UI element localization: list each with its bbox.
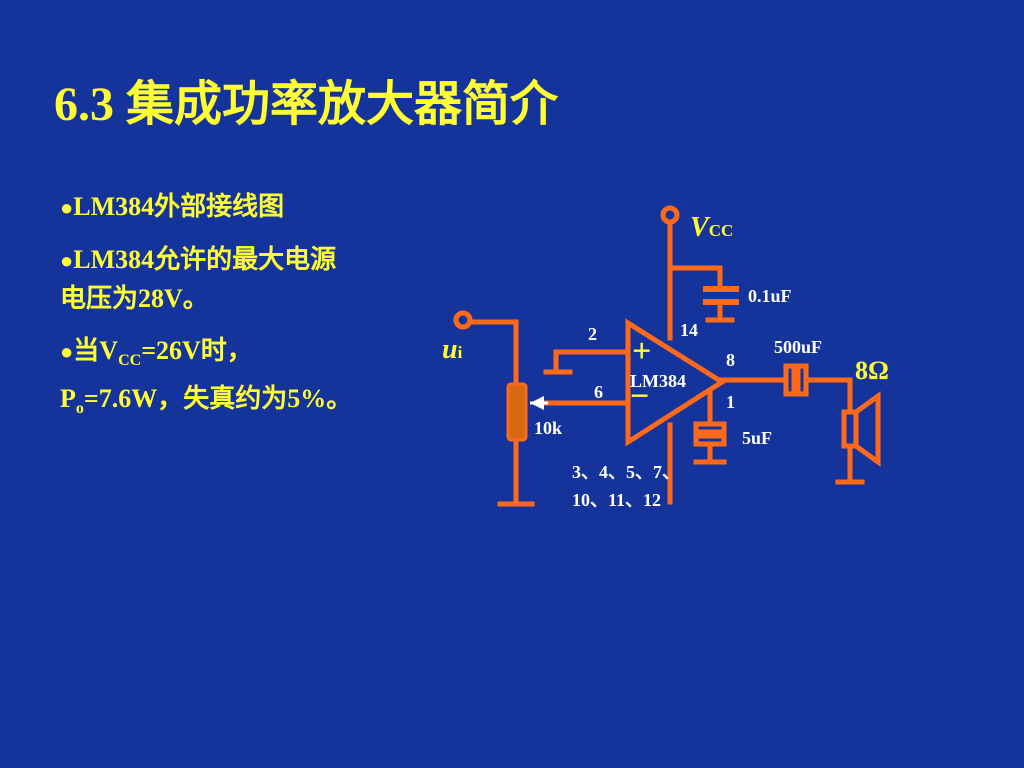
bullet-text: 电压为28V。	[60, 284, 209, 313]
bullet-list: ●LM384外部接线图 ●LM384允许的最大电源 电压为28V。 ●当VCC=…	[60, 188, 440, 442]
speaker-cone-icon	[853, 391, 881, 467]
bullet-text: 当V	[73, 336, 119, 365]
cap1-wire	[667, 265, 723, 290]
cap-out-label: 500uF	[774, 337, 823, 357]
cap2-plate-top	[693, 421, 727, 435]
chip-label: LM384	[630, 371, 686, 391]
ground-pins-label-1: 3、4、5、7、	[572, 462, 680, 482]
resistor-label: 10k	[534, 418, 563, 438]
input-label: ui	[442, 334, 463, 365]
plus-sign: +	[632, 333, 652, 370]
pin6-label: 6	[594, 382, 603, 402]
potentiometer-icon	[506, 382, 528, 442]
vcc-label: VCC	[690, 212, 734, 243]
ground-pins-label-2: 10、11、12	[572, 490, 662, 510]
speaker-label: 8Ω	[855, 356, 889, 385]
bullet-text: =7.6W，失真约为5%。	[83, 384, 353, 414]
bullet-dot-icon: ●	[60, 339, 74, 364]
bullet-item-1: ●LM384外部接线图	[60, 188, 440, 227]
bullet-item-3: ●当VCC=26V时， Po=7.6W，失真约为5%。	[60, 332, 440, 428]
bullet-dot-icon: ●	[60, 248, 74, 273]
cap1-label: 0.1uF	[748, 286, 792, 306]
pin1-label: 1	[726, 392, 735, 412]
bullet-item-2: ●LM384允许的最大电源 电压为28V。	[60, 241, 440, 318]
cap2-plate-bottom	[693, 433, 727, 447]
amplifier-symbol	[625, 318, 727, 447]
pin14-label: 14	[680, 320, 698, 340]
pin8-label: 8	[726, 350, 735, 370]
slide-title: 6.3 集成功率放大器简介	[54, 78, 559, 131]
bullet-dot-icon: ●	[60, 195, 74, 220]
cap2-label: 5uF	[742, 428, 773, 448]
pin2-wire	[553, 349, 631, 373]
bullet-subscript: CC	[118, 352, 142, 370]
bullet-text: =26V时，	[141, 336, 253, 365]
pin2-label: 2	[588, 324, 597, 344]
bullet-text: LM384允许的最大电源	[73, 245, 337, 274]
bullet-text: LM384外部接线图	[73, 192, 285, 221]
bullet-subscript: o	[75, 400, 84, 418]
cap-out-plate-right	[795, 363, 809, 397]
minus-sign: −	[630, 378, 650, 415]
input-wire	[467, 319, 519, 387]
cap-out-plate-left	[783, 363, 797, 397]
bullet-text: P	[60, 384, 76, 414]
